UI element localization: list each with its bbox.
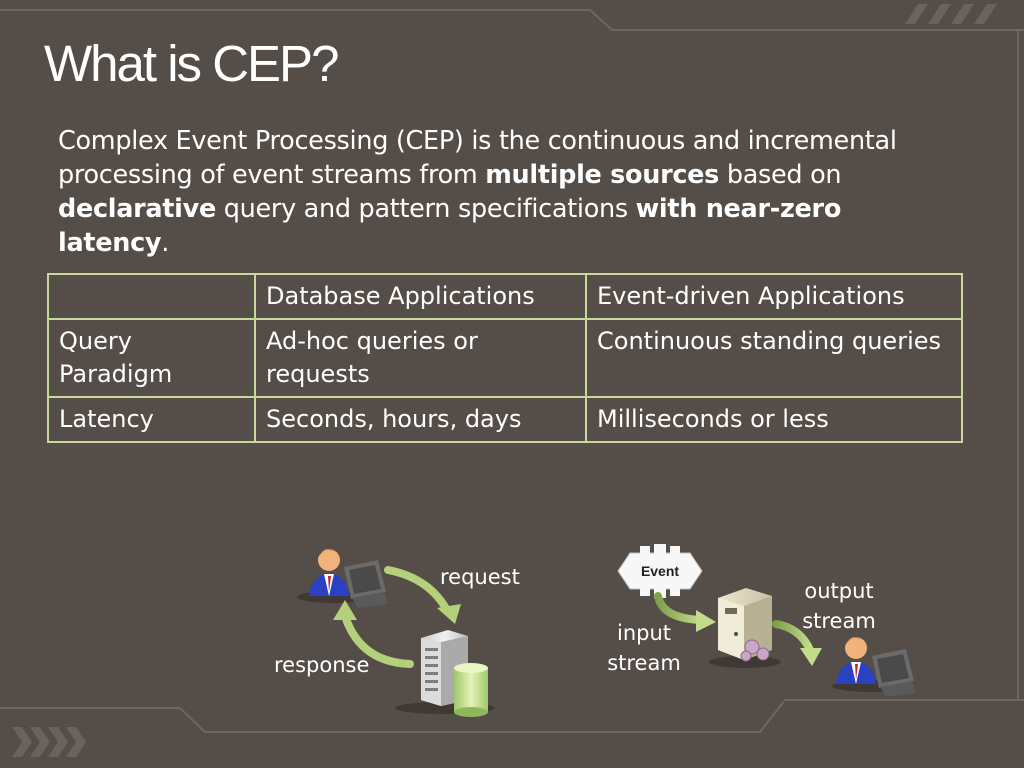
emphasis-multiple-sources: multiple sources — [485, 160, 720, 190]
table-cell: Query Paradigm — [47, 318, 256, 398]
table-header-row: Database Applications Event-driven Appli… — [47, 273, 963, 320]
table-row: Query Paradigm Ad-hoc queries or request… — [47, 318, 963, 398]
definition-paragraph: Complex Event Processing (CEP) is the co… — [58, 124, 958, 260]
table-cell: Continuous standing queries — [585, 318, 963, 398]
definition-text-3: query and pattern specifications — [215, 194, 636, 224]
slide-title: What is CEP? — [44, 35, 339, 92]
comparison-table: Database Applications Event-driven Appli… — [47, 273, 963, 443]
table-row: Latency Seconds, hours, days Millisecond… — [47, 396, 963, 443]
table-cell: Ad-hoc queries or requests — [254, 318, 587, 398]
input-stream-label: input stream — [607, 621, 681, 675]
response-label: response — [274, 653, 370, 677]
request-label: request — [440, 565, 520, 589]
output-stream-label: output stream — [802, 579, 876, 633]
emphasis-near-zero-latency: with near-zero latency — [58, 194, 842, 258]
chevron-pattern-bottom — [12, 727, 86, 757]
table-header-cell — [47, 273, 256, 320]
table-cell: Seconds, hours, days — [254, 396, 587, 443]
definition-text-1: Complex Event Processing (CEP) is the co… — [58, 126, 897, 190]
table-header-cell: Event-driven Applications — [585, 273, 963, 320]
stripe-pattern-top — [905, 4, 997, 24]
emphasis-declarative: declarative — [58, 194, 216, 224]
definition-text-2: based on — [719, 160, 842, 190]
definition-text-4: . — [161, 228, 170, 258]
table-cell: Milliseconds or less — [585, 396, 963, 443]
table-header-cell: Database Applications — [254, 273, 587, 320]
table-cell: Latency — [47, 396, 256, 443]
